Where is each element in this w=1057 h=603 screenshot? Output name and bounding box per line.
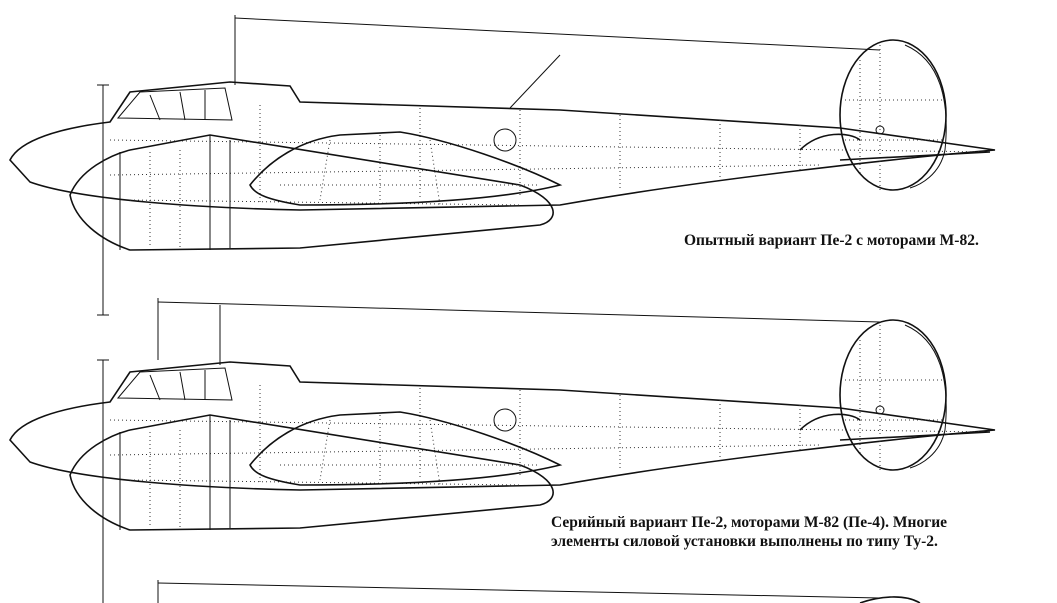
caption-serial: Серийный вариант Пе-2, моторами М-82 (Пе… [551,513,947,551]
caption-serial-line1: Серийный вариант Пе-2, моторами М-82 (Пе… [551,514,948,531]
caption-serial-line2: элементы силовой установки выполнены по … [551,533,938,550]
aircraft-third-drawing-partial [157,580,921,603]
aircraft-serial-drawing [9,298,996,603]
caption-prototype: Опытный вариант Пе-2 с моторами М-82. [684,232,979,249]
aircraft-prototype-drawing [9,15,996,316]
